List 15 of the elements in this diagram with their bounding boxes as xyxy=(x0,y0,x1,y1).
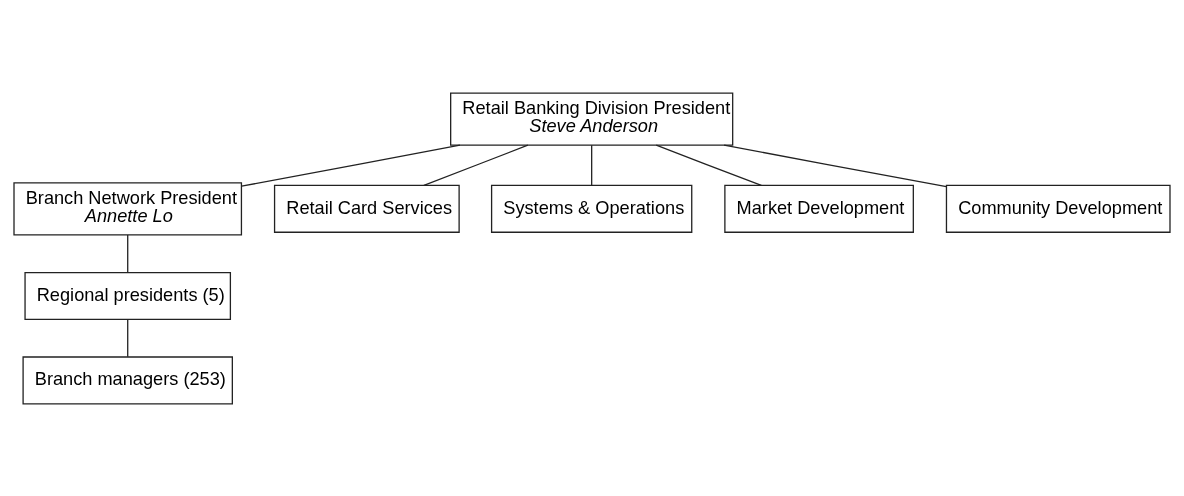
node-box: Branch managers (253) xyxy=(22,355,233,404)
connector xyxy=(127,318,129,357)
connector xyxy=(127,233,129,273)
connector xyxy=(423,144,529,186)
node-box: Community Development xyxy=(945,184,1171,233)
node-box: Retail Card Services xyxy=(273,184,460,233)
connector xyxy=(655,144,762,186)
connector xyxy=(723,144,948,187)
node-box: Branch Network President Annette Lo xyxy=(13,181,243,235)
node-box: Retail Banking Division President Steve Anderson xyxy=(450,92,734,146)
connector xyxy=(241,144,461,187)
node-box: Systems & Operations xyxy=(490,184,693,233)
connector xyxy=(591,144,593,186)
node-box: Regional presidents (5) xyxy=(24,271,232,320)
node-box: Market Development xyxy=(724,184,914,233)
